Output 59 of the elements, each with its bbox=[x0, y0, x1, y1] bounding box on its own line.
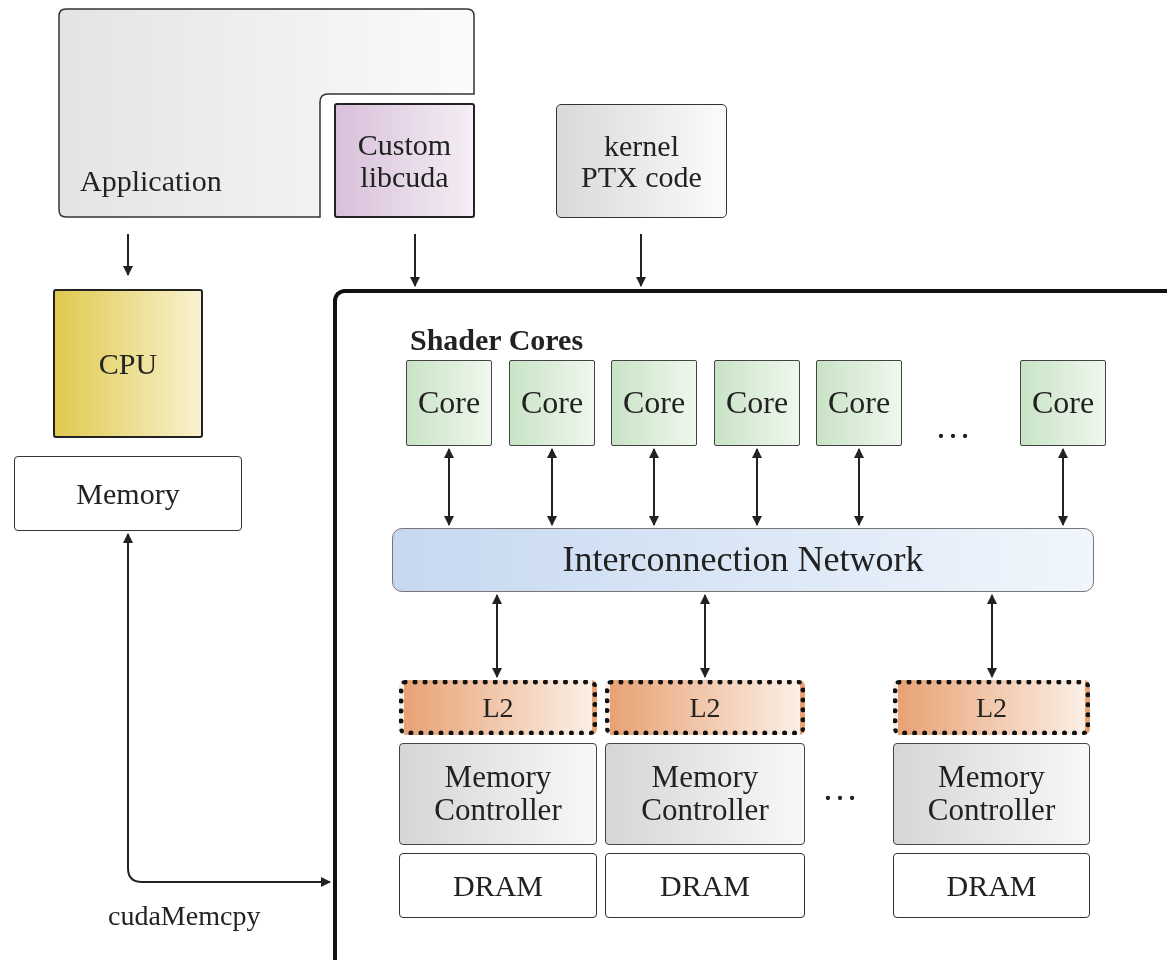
core-box bbox=[816, 360, 902, 446]
node-label: Memory Controller bbox=[926, 761, 1057, 827]
controller-box bbox=[399, 743, 597, 845]
dram-box bbox=[893, 853, 1090, 918]
arrow bbox=[636, 233, 646, 287]
dram-box bbox=[605, 853, 805, 918]
arrow bbox=[854, 448, 864, 526]
dram-box bbox=[399, 853, 597, 918]
arrow bbox=[123, 533, 331, 887]
arrow bbox=[492, 594, 502, 678]
node-label: L2 bbox=[975, 692, 1008, 723]
node-label: Application bbox=[80, 164, 222, 196]
cache-box bbox=[399, 680, 597, 735]
node-label: DRAM bbox=[660, 869, 750, 902]
ellipsis-mark: … bbox=[935, 405, 973, 447]
node-label: L2 bbox=[482, 692, 514, 723]
core-box bbox=[509, 360, 595, 446]
node-label: Core bbox=[622, 386, 686, 420]
arrow bbox=[444, 448, 454, 526]
library-box bbox=[334, 103, 475, 218]
arrow bbox=[547, 448, 557, 526]
cache-box bbox=[893, 680, 1090, 735]
core-box bbox=[611, 360, 697, 446]
node-label: Core bbox=[725, 386, 789, 420]
arrow bbox=[752, 448, 762, 526]
node-label: DRAM bbox=[453, 869, 543, 902]
core-box bbox=[406, 360, 492, 446]
node-label: Custom libcuda bbox=[356, 129, 453, 192]
node-label: Core bbox=[520, 386, 584, 420]
node-label: DRAM bbox=[946, 869, 1037, 902]
arrow bbox=[649, 448, 659, 526]
gpu-box bbox=[333, 289, 1167, 960]
application-box bbox=[58, 8, 475, 218]
code-box bbox=[556, 104, 727, 218]
node-label: Core bbox=[417, 386, 481, 420]
node-label: Interconnection Network bbox=[562, 541, 924, 579]
core-box bbox=[714, 360, 800, 446]
controller-box bbox=[605, 743, 805, 845]
arrow bbox=[123, 233, 133, 276]
node-label: Memory bbox=[76, 477, 180, 510]
node-label: CPU bbox=[98, 347, 158, 380]
controller-box bbox=[893, 743, 1090, 845]
memory-box bbox=[14, 456, 242, 531]
node-label: Core bbox=[1031, 386, 1095, 420]
core-box bbox=[1020, 360, 1106, 446]
cpu-box bbox=[53, 289, 203, 438]
arrow bbox=[700, 594, 710, 678]
arrow bbox=[1058, 448, 1068, 526]
node-label: kernel PTX code bbox=[580, 129, 703, 193]
interconnect-box bbox=[392, 528, 1094, 592]
heading: Shader Cores bbox=[410, 323, 584, 357]
node-label: Memory Controller bbox=[433, 761, 563, 827]
ellipsis-mark: … bbox=[822, 767, 860, 809]
arrow bbox=[987, 594, 997, 678]
cache-box bbox=[605, 680, 805, 735]
arrow bbox=[410, 233, 420, 287]
node-label: Core bbox=[827, 386, 891, 420]
node-label: Memory Controller bbox=[640, 761, 770, 827]
node-label: L2 bbox=[689, 692, 721, 723]
